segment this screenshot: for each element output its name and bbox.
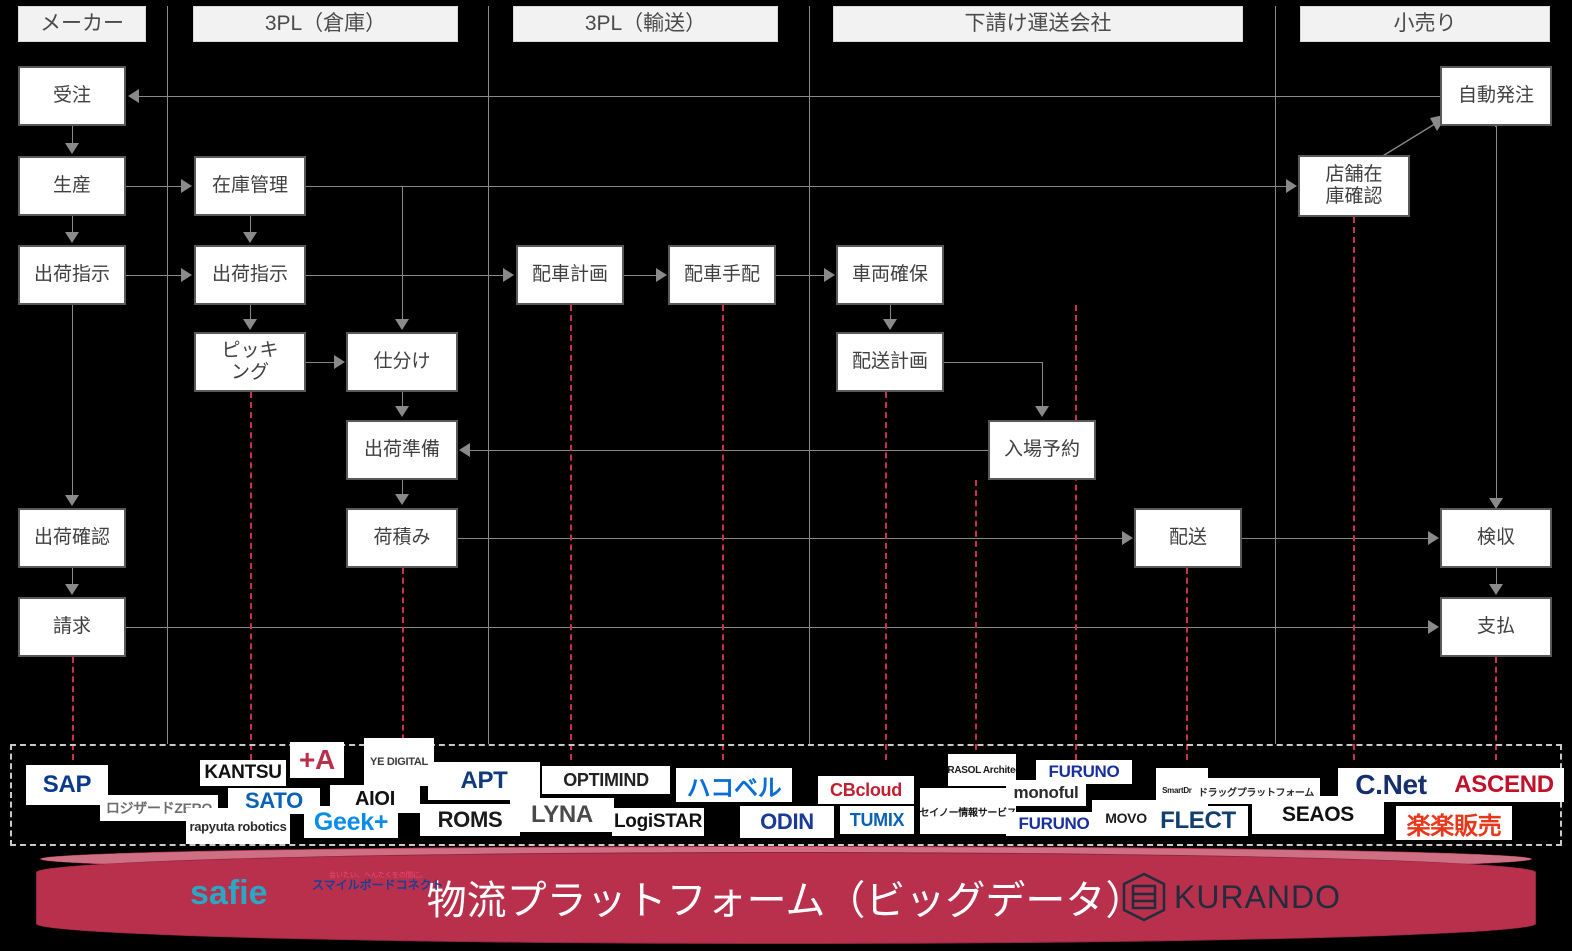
process-node-juchu[interactable]: 受注	[18, 66, 126, 126]
process-node-nizumi[interactable]: 荷積み	[346, 508, 458, 568]
partner-logo-ロジザードZERO: ロジザードZERO	[100, 795, 218, 821]
process-node-haisha-tehai[interactable]: 配車手配	[668, 245, 776, 305]
process-node-label: ピッキング	[221, 340, 279, 383]
kurando-logo: KURANDO	[1122, 872, 1341, 922]
lane-divider-1	[488, 6, 489, 744]
process-node-label: 店舗在庫確認	[1325, 164, 1383, 207]
process-node-seikyu[interactable]: 請求	[18, 597, 126, 657]
process-node-nyujo-yoyaku[interactable]: 入場予約	[988, 420, 1096, 480]
lane-header-carrier: 下請け運送会社	[833, 6, 1243, 42]
partner-logo-rapyuta-robotics: rapyuta robotics	[186, 808, 290, 844]
drop-line-10	[402, 568, 404, 760]
process-node-label: 配車計画	[531, 264, 608, 286]
lane-header-pl3wh: 3PL（倉庫）	[193, 6, 458, 42]
lane-header-retail: 小売り	[1300, 6, 1550, 42]
process-node-label: 自動発注	[1457, 85, 1534, 107]
process-node-label: 配車手配	[683, 264, 760, 286]
drop-line-9	[72, 657, 74, 760]
drop-line-6	[1186, 568, 1188, 760]
partner-logo-TUMIX: TUMIX	[840, 806, 914, 834]
partner-logo-STRASOL-Architects: STRASOL Architects	[948, 754, 1016, 786]
process-node-zaiko-kanri[interactable]: 在庫管理	[194, 156, 306, 216]
drop-line-1	[570, 305, 572, 760]
process-node-label: 生産	[52, 175, 91, 197]
process-node-label: 出荷指示	[211, 264, 288, 286]
lane-divider-3	[1275, 6, 1276, 744]
partner-logo-LogiSTAR: LogiSTAR	[612, 808, 704, 836]
drop-line-0	[250, 392, 252, 760]
partner-logo-AIOI: AIOI	[330, 785, 420, 813]
partner-logo-FLECT: FLECT	[1148, 806, 1248, 836]
drop-line-5	[1075, 305, 1077, 760]
partner-logo-APT: APT	[428, 762, 540, 800]
process-node-label: 配送計画	[851, 351, 928, 373]
process-node-label: 検収	[1476, 527, 1515, 549]
drop-line-3	[885, 392, 887, 760]
drop-line-2	[722, 305, 724, 760]
process-node-jido-hatchu[interactable]: 自動発注	[1440, 66, 1552, 126]
drop-line-7	[1353, 217, 1355, 760]
smileboard-logo: 会いたい、へんたくをの間に。 スマイルボードコネクト	[312, 872, 444, 891]
partner-logo-plus-A: +A	[290, 742, 344, 778]
process-node-shiwake[interactable]: 仕分け	[346, 332, 458, 392]
process-node-label: 出荷指示	[33, 264, 110, 286]
process-node-label: 出荷準備	[363, 439, 440, 461]
smileboard-tagline: 会いたい、へんたくをの間に。	[328, 872, 427, 879]
lane-divider-2	[809, 6, 810, 744]
lane-divider-0	[167, 6, 168, 744]
partner-logo-YE-DIGITAL: YE DIGITAL	[364, 738, 434, 786]
partner-logo-ODIN: ODIN	[740, 806, 834, 838]
drop-line-8	[1495, 657, 1497, 760]
partner-logo-ハコベル: ハコベル	[676, 768, 792, 802]
process-node-sharyo-kakuho[interactable]: 車両確保	[836, 245, 944, 305]
process-node-haisha-keikaku[interactable]: 配車計画	[516, 245, 624, 305]
partner-logo-KANTSU: KANTSU	[200, 760, 286, 786]
kurando-logo-label: KURANDO	[1174, 878, 1342, 915]
partner-logo-CBcloud: CBcloud	[818, 776, 914, 804]
partner-logo-FURUNO-bottom: FURUNO	[1006, 812, 1102, 836]
process-node-shukka-junbi[interactable]: 出荷準備	[346, 420, 458, 480]
partner-logo-セイノー情報サービス: セイノー情報サービス	[920, 788, 1016, 834]
partner-logo-ROMS: ROMS	[420, 804, 520, 836]
process-node-shukka-kakunin[interactable]: 出荷確認	[18, 508, 126, 568]
partner-logo-SEAOS: SEAOS	[1252, 796, 1384, 834]
process-node-seisan[interactable]: 生産	[18, 156, 126, 216]
process-node-kenshu[interactable]: 検収	[1440, 508, 1552, 568]
partner-logo-monoful: monoful	[1006, 780, 1086, 806]
process-node-shukka-shiji2[interactable]: 出荷指示	[194, 245, 306, 305]
process-node-label: 配送	[1168, 527, 1207, 549]
process-node-label: 荷積み	[373, 527, 431, 549]
process-node-shiharai[interactable]: 支払	[1440, 597, 1552, 657]
process-node-haiso[interactable]: 配送	[1134, 508, 1242, 568]
process-node-label: 出荷確認	[33, 527, 110, 549]
partner-logo-LYNA: LYNA	[510, 798, 614, 832]
smileboard-logo-label: スマイルボードコネクト	[312, 878, 444, 892]
partner-logo-SAP: SAP	[26, 765, 108, 805]
process-node-label: 車両確保	[851, 264, 928, 286]
process-node-label: 請求	[52, 616, 91, 638]
process-node-label: 在庫管理	[211, 175, 288, 197]
process-node-label: 仕分け	[373, 351, 431, 373]
process-node-shukka-shiji[interactable]: 出荷指示	[18, 245, 126, 305]
kurando-mark-icon	[1122, 872, 1166, 922]
drop-line-4	[975, 480, 977, 760]
process-node-label: 支払	[1476, 616, 1515, 638]
process-node-tenpo-zaiko[interactable]: 店舗在庫確認	[1298, 155, 1410, 217]
platform-cylinder-body	[36, 852, 1536, 944]
partner-logo-楽楽販売: 楽楽販売	[1396, 806, 1512, 840]
partner-logo-OPTIMIND: OPTIMIND	[542, 766, 670, 794]
lane-header-pl3tr: 3PL（輸送）	[513, 6, 778, 42]
partner-logo-FURUNO-top: FURUNO	[1036, 760, 1132, 784]
process-node-label: 受注	[52, 85, 91, 107]
process-node-haiso-keikaku[interactable]: 配送計画	[836, 332, 944, 392]
safie-logo: safie	[190, 874, 268, 913]
process-node-label: 入場予約	[1003, 439, 1080, 461]
partner-logo-C-Net: C.Net	[1338, 768, 1444, 802]
partner-logo-ASCEND: ASCEND	[1444, 768, 1564, 802]
lane-header-maker: メーカー	[18, 6, 146, 42]
process-node-picking[interactable]: ピッキング	[194, 332, 306, 392]
safie-logo-label: safie	[190, 874, 268, 912]
